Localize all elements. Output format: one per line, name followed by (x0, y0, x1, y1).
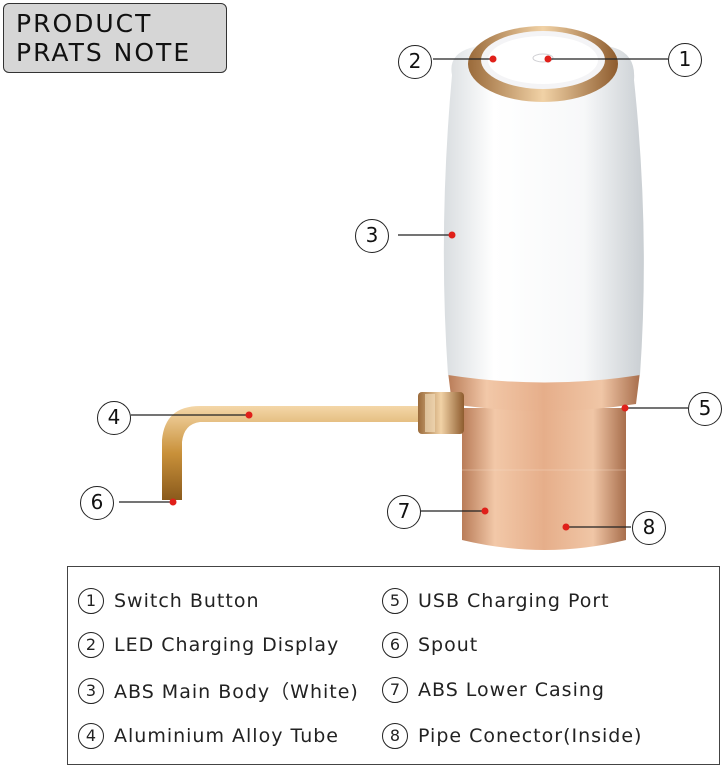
legend-item-8: 8 Pipe Conector(Inside) (382, 723, 642, 751)
legend-label-2: LED Charging Display (114, 634, 340, 656)
legend-item-5: 5 USB Charging Port (382, 588, 610, 616)
legend-item-3: 3 ABS Main Body（White) (78, 677, 359, 705)
rose-gold-band (448, 372, 640, 411)
callout-6: 6 (80, 486, 114, 520)
legend-number-2: 2 (78, 632, 104, 658)
leader-lines (119, 58, 688, 528)
legend-item-1: 1 Switch Button (78, 588, 260, 616)
marker-3 (448, 231, 456, 239)
legend-label-6: Spout (418, 634, 479, 656)
legend-label-7: ABS Lower Casing (418, 679, 605, 701)
white-main-body (443, 38, 644, 383)
legend-label-1: Switch Button (114, 590, 260, 612)
marker-8 (562, 523, 570, 531)
callout-2: 2 (398, 45, 432, 79)
legend-item-4: 4 Aluminium Alloy Tube (78, 723, 339, 751)
marker-2 (489, 55, 497, 63)
callout-4: 4 (97, 401, 131, 435)
callout-7: 7 (387, 495, 421, 529)
legend-number-6: 6 (382, 632, 408, 658)
legend-number-7: 7 (382, 677, 408, 703)
callout-1: 1 (668, 43, 702, 77)
callout-5: 5 (688, 392, 722, 426)
legend-label-5: USB Charging Port (418, 590, 610, 612)
legend-item-2: 2 LED Charging Display (78, 632, 339, 660)
marker-6 (169, 498, 177, 506)
legend-label-3: ABS Main Body（White) (114, 681, 359, 703)
legend-number-8: 8 (382, 723, 408, 749)
legend-number-1: 1 (78, 588, 104, 614)
callout-3: 3 (355, 219, 389, 253)
markers (169, 55, 629, 531)
legend-number-5: 5 (382, 588, 408, 614)
title-box: PRODUCT PRATS NOTE (3, 3, 227, 73)
marker-4 (245, 411, 253, 419)
parts-legend: 1 Switch Button 2 LED Charging Display 3 AB… (67, 566, 720, 765)
wine-dispenser-image (119, 26, 688, 550)
lower-casing (462, 408, 626, 550)
marker-1 (544, 55, 552, 63)
legend-number-3: 3 (78, 677, 104, 704)
legend-item-6: 6 Spout (382, 632, 478, 660)
marker-5 (621, 404, 629, 412)
title-line-1: PRODUCT (16, 9, 153, 38)
legend-label-8: Pipe Conector(Inside) (418, 725, 643, 747)
aluminium-tube (162, 392, 464, 500)
title-line-2: PRATS NOTE (16, 38, 192, 67)
legend-label-4: Aluminium Alloy Tube (114, 725, 339, 747)
marker-7 (481, 507, 489, 515)
callout-8: 8 (632, 511, 666, 545)
legend-item-7: 7 ABS Lower Casing (382, 677, 605, 705)
top-ring (468, 26, 618, 102)
legend-number-4: 4 (78, 723, 104, 749)
